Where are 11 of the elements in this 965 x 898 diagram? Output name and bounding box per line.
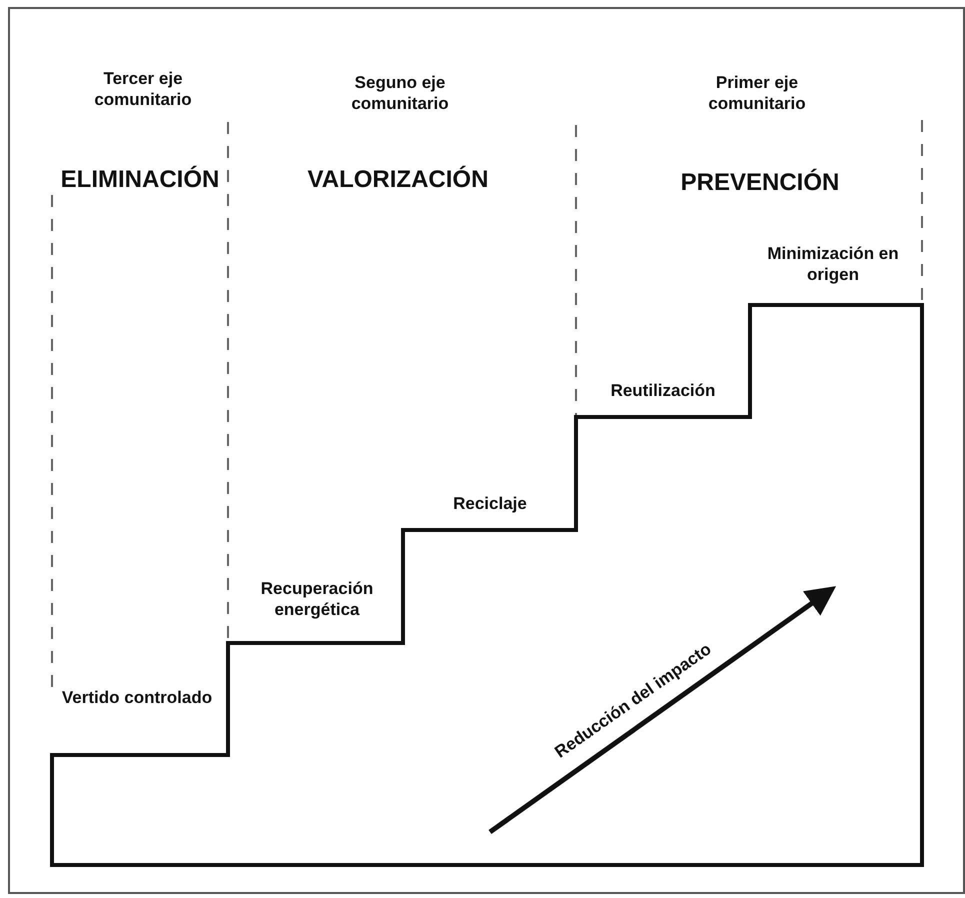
stage-heading: VALORIZACIÓN xyxy=(306,165,490,195)
stage-heading: ELIMINACIÓN xyxy=(60,165,220,195)
step-label: Recuperación energética xyxy=(260,578,374,620)
stage-heading: PREVENCIÓN xyxy=(680,168,840,198)
step-label: Vertido controlado xyxy=(60,687,214,708)
axis-caption: Seguno eje comunitario xyxy=(350,72,450,114)
step-label: Reciclaje xyxy=(452,493,528,514)
axis-caption: Tercer eje comunitario xyxy=(93,68,193,110)
step-label: Minimización en origen xyxy=(766,243,900,286)
axis-caption: Primer eje comunitario xyxy=(707,72,807,114)
step-label: Reutilización xyxy=(610,380,716,402)
